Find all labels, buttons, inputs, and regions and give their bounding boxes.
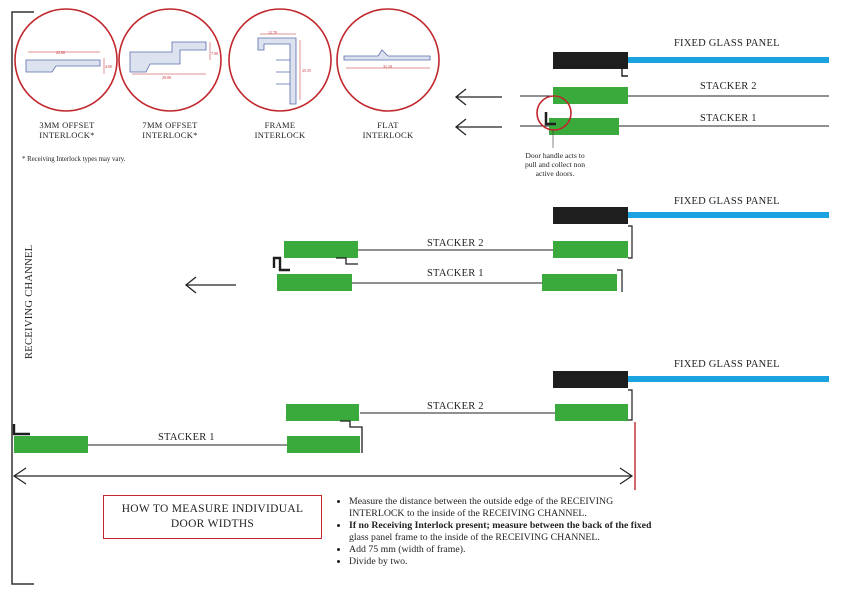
fixed-frame-2 bbox=[553, 207, 628, 224]
flat-interlock-circle bbox=[336, 8, 440, 112]
fixed-panel-label-1: FIXED GLASS PANEL bbox=[674, 38, 780, 49]
frame-interlock-circle bbox=[228, 8, 332, 112]
dim-7mm-width: 29.00 bbox=[162, 75, 171, 80]
interlock-7mm-circle bbox=[118, 8, 222, 112]
arrow-2 bbox=[184, 276, 236, 294]
measurement-arrow bbox=[12, 467, 634, 485]
scene-2 bbox=[184, 207, 829, 294]
stacker-2-label-3: STACKER 2 bbox=[427, 401, 484, 412]
fixed-frame-1 bbox=[553, 52, 628, 69]
stacker-2-door-2 bbox=[284, 241, 358, 258]
stacker-1-fixed-side-2 bbox=[542, 274, 617, 291]
step-4: Divide by two. bbox=[349, 556, 769, 568]
arrow-1b bbox=[454, 118, 502, 136]
step-1: Measure the distance between the outside… bbox=[349, 496, 769, 520]
stacker-2-door-1 bbox=[553, 87, 628, 104]
receiving-channel-label: RECEIVING CHANNEL bbox=[24, 244, 35, 359]
dim-flat-width: 31.10 bbox=[383, 64, 392, 69]
how-to-title-line-1: HOW TO MEASURE INDIVIDUAL bbox=[121, 503, 304, 515]
stacker-1-door-3 bbox=[14, 436, 88, 453]
stacker-1-label-1: STACKER 1 bbox=[700, 113, 757, 124]
scene-1 bbox=[454, 52, 829, 148]
dim-3mm-width: 22.00 bbox=[56, 50, 65, 55]
stacker-1-door-1 bbox=[549, 118, 619, 135]
fixed-frame-3 bbox=[553, 371, 628, 388]
dim-3mm-height: 4.00 bbox=[105, 64, 112, 69]
stacker-1-door-2 bbox=[277, 274, 352, 291]
how-to-title-line-2: DOOR WIDTHS bbox=[170, 518, 255, 530]
stacker-1-near-3 bbox=[287, 436, 360, 453]
scene-3 bbox=[12, 371, 829, 453]
stacker-2-door-3 bbox=[286, 404, 359, 421]
measure-steps-list: Measure the distance between the outside… bbox=[331, 496, 769, 568]
fixed-panel-label-3: FIXED GLASS PANEL bbox=[674, 359, 780, 370]
interlock-note: * Receiving Interlock types may vary. bbox=[22, 156, 126, 163]
stacker-2-label-2: STACKER 2 bbox=[427, 238, 484, 249]
dim-frame-width: 12.70 bbox=[268, 30, 277, 35]
stacker-1-label-3: STACKER 1 bbox=[158, 432, 215, 443]
fixed-panel-label-2: FIXED GLASS PANEL bbox=[674, 196, 780, 207]
how-to-measure-title-box: HOW TO MEASURE INDIVIDUAL DOOR WIDTHS bbox=[103, 495, 322, 539]
step-2: If no Receiving Interlock present; measu… bbox=[349, 520, 769, 544]
step-3: Add 75 mm (width of frame). bbox=[349, 544, 769, 556]
handle-highlight bbox=[536, 95, 572, 131]
interlock-3mm-circle bbox=[14, 8, 118, 112]
arrow-1a bbox=[454, 88, 502, 106]
stacker-1-label-2: STACKER 1 bbox=[427, 268, 484, 279]
receiving-channel-bracket bbox=[11, 11, 34, 585]
dim-7mm-height: 7.00 bbox=[211, 51, 218, 56]
stacker-2-fixed-side-2 bbox=[553, 241, 628, 258]
stacker-2-fixed-side-3 bbox=[555, 404, 628, 421]
stacker-2-label-1: STACKER 2 bbox=[700, 81, 757, 92]
dim-frame-height: 25.55 bbox=[302, 68, 311, 73]
